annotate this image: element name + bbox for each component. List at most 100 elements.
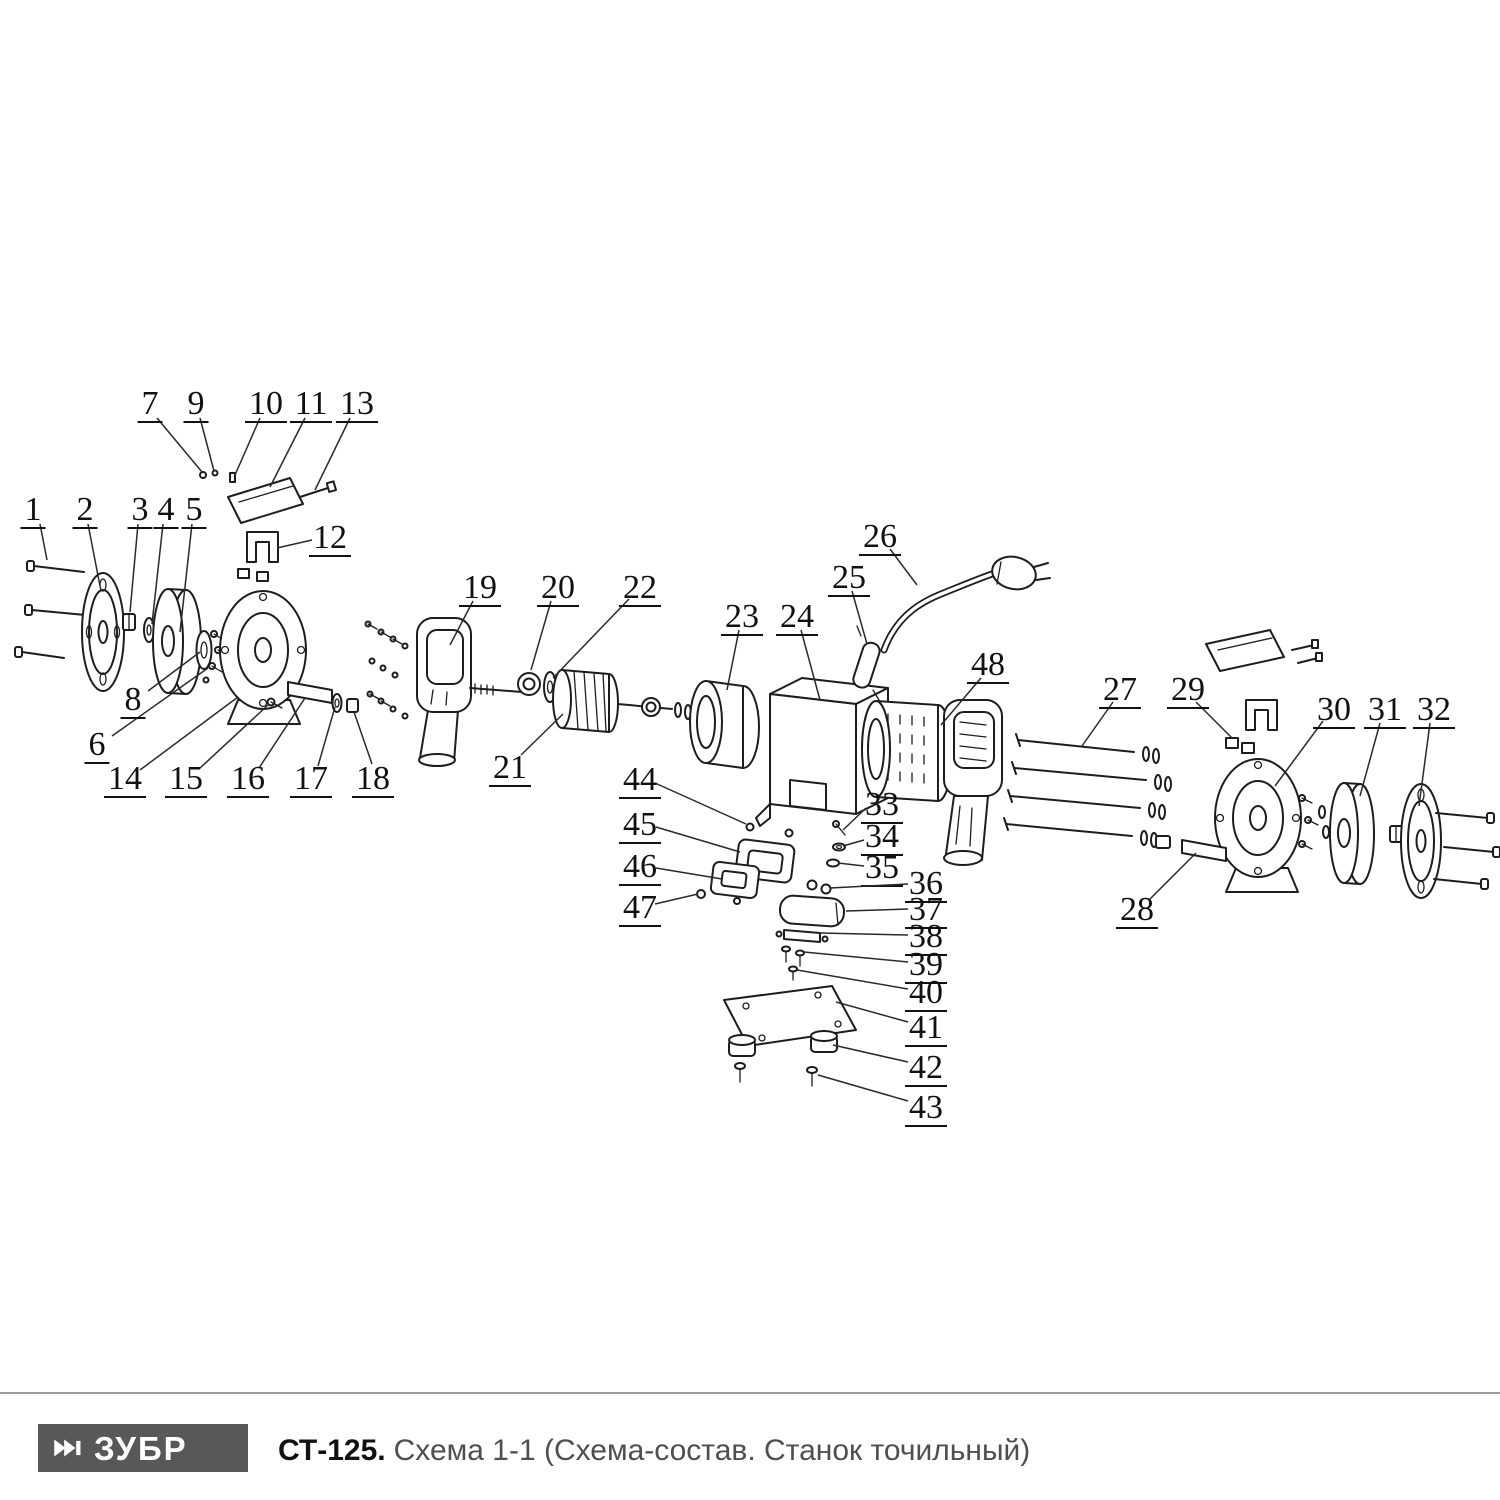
callout-45: 45 [619, 806, 661, 844]
leader-line-9 [199, 417, 215, 472]
svg-text:11: 11 [295, 385, 328, 422]
callout-10: 10 [245, 385, 287, 423]
callout-13: 13 [336, 385, 378, 423]
leader-line-36 [829, 883, 909, 889]
part-left-spark-guard [227, 477, 337, 524]
callout-25: 25 [828, 559, 870, 597]
callout-1: 1 [20, 491, 46, 529]
svg-text:18: 18 [356, 760, 390, 797]
callout-8: 8 [120, 681, 146, 719]
svg-text:44: 44 [623, 761, 657, 798]
leader-line-39 [803, 951, 909, 963]
callout-24: 24 [776, 598, 818, 636]
callout-22: 22 [619, 569, 661, 607]
callout-7: 7 [137, 385, 163, 423]
callout-29: 29 [1167, 671, 1209, 709]
svg-text:10: 10 [249, 385, 283, 422]
callout-40: 40 [905, 974, 947, 1012]
leader-line-44 [654, 782, 747, 825]
leader-line-32 [1418, 722, 1431, 807]
callout-15: 15 [165, 760, 207, 798]
part-right-outer-cover [1400, 783, 1442, 899]
callout-5: 5 [181, 491, 207, 529]
svg-text:3: 3 [132, 491, 149, 528]
part-right-grinding-wheel [1329, 782, 1404, 885]
svg-text:5: 5 [186, 491, 203, 528]
callout-12: 12 [309, 519, 351, 557]
callout-42: 42 [905, 1049, 947, 1087]
leader-line-6 [111, 667, 209, 737]
leader-line-22 [552, 598, 630, 679]
leader-line-42 [832, 1044, 909, 1063]
part-capacitor [778, 894, 846, 928]
leader-line-15 [198, 704, 269, 770]
svg-text:20: 20 [541, 569, 575, 606]
callout-26: 26 [859, 518, 901, 556]
leader-line-30 [1274, 720, 1324, 787]
callout-4: 4 [153, 491, 179, 529]
callout-36: 36 [905, 865, 947, 903]
leader-line-34 [842, 839, 865, 847]
svg-text:40: 40 [909, 974, 943, 1011]
part-left-wheel-nut-washer [122, 613, 155, 643]
leader-line-47 [654, 893, 699, 905]
svg-text:14: 14 [108, 760, 142, 797]
callout-11: 11 [290, 385, 332, 423]
callout-9: 9 [183, 385, 209, 423]
callout-23: 23 [721, 598, 763, 636]
svg-text:9: 9 [188, 385, 205, 422]
svg-text:13: 13 [340, 385, 374, 422]
part-left-outer-cover [81, 572, 125, 692]
callout-35: 35 [861, 849, 903, 887]
leader-line-41 [835, 1001, 909, 1023]
leader-line-45 [655, 826, 741, 853]
part-rubber-feet [728, 1030, 838, 1057]
svg-text:21: 21 [493, 749, 527, 786]
leader-line-40 [796, 969, 909, 990]
callout-14: 14 [104, 760, 146, 798]
schema-model: СТ-125. [278, 1434, 386, 1467]
leader-line-16 [258, 697, 306, 769]
callout-43: 43 [905, 1089, 947, 1127]
svg-text:6: 6 [89, 726, 106, 763]
svg-text:1: 1 [25, 491, 42, 528]
part-left-wheel-guard [219, 590, 307, 725]
callout-2: 2 [72, 491, 98, 529]
footer-divider [0, 1392, 1500, 1394]
svg-text:35: 35 [865, 849, 899, 886]
part-shaft-assembly [469, 669, 692, 733]
part-top-screws [199, 469, 236, 483]
callout-48: 48 [967, 646, 1009, 684]
svg-text:26: 26 [863, 518, 897, 555]
leader-line-11 [269, 417, 306, 488]
svg-text:12: 12 [313, 519, 347, 556]
schema-title: Схема 1-1 (Схема-состав. Станок точильны… [393, 1434, 1031, 1467]
part-right-bolts [1433, 812, 1500, 890]
callout-46: 46 [619, 848, 661, 886]
leader-line-13 [314, 417, 351, 491]
callout-17: 17 [290, 760, 332, 798]
callout-41: 41 [905, 1009, 947, 1047]
callout-33: 33 [861, 786, 903, 824]
leader-line-4 [151, 523, 164, 625]
svg-text:7: 7 [142, 385, 159, 422]
leader-line-21 [520, 713, 564, 756]
leader-line-18 [353, 711, 373, 765]
part-capacitor-suppressor [852, 625, 881, 701]
leader-line-23 [726, 629, 740, 691]
svg-text:48: 48 [971, 646, 1005, 683]
svg-text:42: 42 [909, 1049, 943, 1086]
callout-20: 20 [537, 569, 579, 607]
part-mid-screw-cluster [364, 620, 409, 720]
svg-text:15: 15 [169, 760, 203, 797]
leader-line-25 [851, 590, 868, 645]
svg-text:16: 16 [231, 760, 265, 797]
svg-text:32: 32 [1417, 691, 1451, 728]
part-foot-screws [734, 1062, 818, 1087]
svg-text:8: 8 [125, 681, 142, 718]
svg-text:47: 47 [623, 889, 657, 926]
leader-line-10 [234, 417, 261, 476]
svg-text:39: 39 [909, 946, 943, 983]
part-switch-assembly [696, 822, 796, 905]
